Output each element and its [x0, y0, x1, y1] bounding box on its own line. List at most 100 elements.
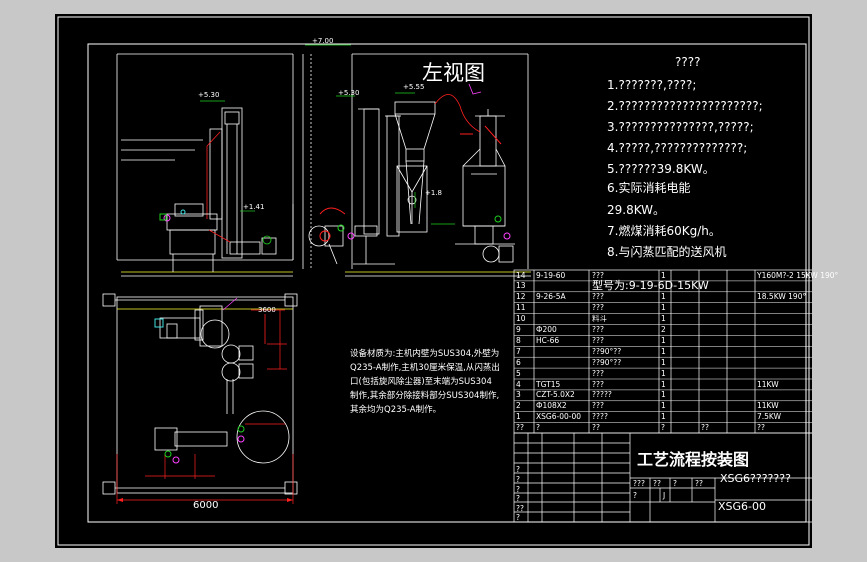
mark-cell-4: ??	[695, 479, 703, 488]
drawing-canvas	[57, 16, 812, 546]
table-cell-name-row-3: ?????	[592, 390, 612, 400]
table-cell-no-row-11: 11	[516, 303, 526, 313]
sign-row-4: ?	[516, 494, 520, 503]
table-header-no: ??	[516, 423, 524, 433]
table-header-name: ??	[592, 423, 600, 433]
table-cell-qty-row-8: 1	[661, 335, 666, 345]
note-6: 6.实际消耗电能	[607, 181, 691, 195]
table-cell-qty-row-9: 2	[661, 325, 666, 334]
table-cell-no-row-6: 6	[516, 357, 521, 367]
sign-row-5: ??	[516, 504, 524, 513]
table-header-mat: ??	[701, 423, 709, 433]
sign-row-3: ?	[516, 485, 520, 494]
table-cell-note-row-4: 11KW	[757, 379, 779, 389]
table-cell-no-row-2: 2	[516, 401, 521, 411]
drawing-sheet: 左视图 ???? 1.???????,????; 2.?????????????…	[55, 14, 838, 548]
table-cell-no-row-12: 12	[516, 292, 526, 302]
note-2: 2.??????????????????????;	[607, 99, 763, 113]
table-cell-code-row-14: 9-19-60	[536, 270, 566, 280]
elevation-5-30-left: +5.30	[338, 89, 360, 97]
table-cell-note-row-14: Y160M?-2 15KW 190°	[757, 270, 839, 280]
table-cell-code-row-3: CZT-5.0X2	[536, 390, 575, 400]
note-4: 4.?????,??????????????;	[607, 141, 748, 155]
table-cell-qty-row-5: 1	[661, 368, 666, 378]
table-cell-no-row-1: 1	[516, 412, 521, 422]
table-cell-no-row-10: 10	[516, 314, 526, 324]
table-cell-code-row-4: TGT15	[536, 379, 561, 389]
sign-row-1: ?	[516, 465, 520, 474]
drawing-number: XSG6-00	[718, 500, 767, 513]
table-cell-code-row-2: Ф108X2	[536, 401, 567, 411]
table-cell-note-row-12: 18.5KW 190°	[757, 292, 807, 302]
table-cell-name-row-13: 型号为:9-19-6D-15KW	[592, 278, 709, 292]
drawing-subtitle: XSG6???????	[720, 472, 791, 485]
table-cell-qty-row-4: 1	[661, 379, 666, 389]
elevation-5-30-front: +5.30	[198, 91, 220, 99]
table-cell-no-row-4: 4	[516, 379, 521, 389]
table-cell-no-row-5: 5	[516, 368, 521, 378]
table-cell-qty-row-14: 1	[661, 270, 666, 280]
table-header-qty: ?	[661, 423, 665, 433]
table-cell-no-row-9: 9	[516, 325, 521, 334]
inner-frame	[87, 43, 807, 523]
elevation-7-00: +7.00	[312, 37, 334, 45]
notes-title: ????	[675, 55, 701, 69]
table-cell-note-row-2: 11KW	[757, 401, 779, 411]
table-cell-code-row-9: Ф200	[536, 325, 557, 334]
table-cell-code-row-12: 9-26-5A	[536, 292, 566, 302]
note-3: 3.???????????????,?????;	[607, 120, 754, 134]
table-cell-name-row-10: 料斗	[592, 314, 607, 324]
table-cell-no-row-7: 7	[516, 346, 521, 356]
plan-view-annotations	[116, 297, 294, 504]
title-block-grid	[513, 432, 812, 523]
note-6-cont: 29.8KW。	[607, 203, 666, 217]
table-cell-name-row-4: ???	[592, 379, 604, 389]
left-view-annotations	[305, 44, 511, 242]
table-cell-no-row-8: 8	[516, 335, 521, 345]
table-cell-qty-row-7: 1	[661, 346, 666, 356]
parts-table-rows	[514, 280, 812, 423]
scale-cell-1: ?	[633, 491, 637, 500]
table-cell-name-row-9: ???	[592, 325, 604, 334]
table-cell-qty-row-2: 1	[661, 401, 666, 411]
table-cell-code-row-8: HC-66	[536, 335, 560, 345]
table-cell-qty-row-12: 1	[661, 292, 666, 302]
dimension-6000: 6000	[193, 500, 219, 511]
elevation-1-41: +1.41	[243, 203, 265, 211]
table-cell-qty-row-10: 1	[661, 314, 666, 324]
sign-row-2: ?	[516, 475, 520, 484]
table-cell-name-row-8: ???	[592, 335, 604, 345]
table-cell-no-row-13: 13	[516, 281, 526, 291]
table-cell-name-row-6: ??90°??	[592, 357, 622, 367]
table-cell-qty-row-1: 1	[661, 412, 666, 422]
note-7: 7.燃煤消耗60Kg/h。	[607, 224, 721, 238]
sign-row-6: ?	[516, 513, 520, 522]
table-cell-qty-row-3: 1	[661, 390, 666, 400]
table-cell-code-row-1: XSG6-00-00	[536, 412, 581, 422]
mark-cell-3: ?	[673, 479, 677, 488]
table-cell-note-row-1: 7.5KW	[757, 412, 781, 422]
parts-table-grid	[513, 269, 812, 434]
mark-cell-1: ???	[633, 479, 645, 488]
scale-cell-2: J	[663, 491, 666, 500]
mark-cell-2: ??	[653, 479, 661, 488]
note-1: 1.???????,????;	[607, 78, 697, 92]
table-header-code: ?	[536, 423, 540, 433]
left-view	[302, 53, 531, 277]
note-8: 8.与闪蒸匹配的送风机	[607, 245, 727, 259]
table-cell-name-row-12: ???	[592, 292, 604, 302]
table-cell-name-row-1: ????	[592, 412, 608, 422]
elevation-5-55: +5.55	[403, 83, 425, 91]
table-header-note: ??	[757, 423, 765, 433]
note-5: 5.??????39.8KW。	[607, 162, 715, 176]
table-cell-name-row-11: ???	[592, 303, 604, 313]
front-view-annotations	[159, 100, 255, 222]
table-cell-no-row-3: 3	[516, 390, 521, 400]
drawing-title: 工艺流程按装图	[637, 450, 750, 469]
dimension-3600: 3600	[258, 306, 276, 314]
table-cell-name-row-2: ???	[592, 401, 604, 411]
table-cell-no-row-14: 14	[516, 270, 526, 280]
table-cell-name-row-5: ???	[592, 368, 604, 378]
view-title: 左视图	[422, 61, 485, 85]
plan-view	[102, 293, 298, 495]
